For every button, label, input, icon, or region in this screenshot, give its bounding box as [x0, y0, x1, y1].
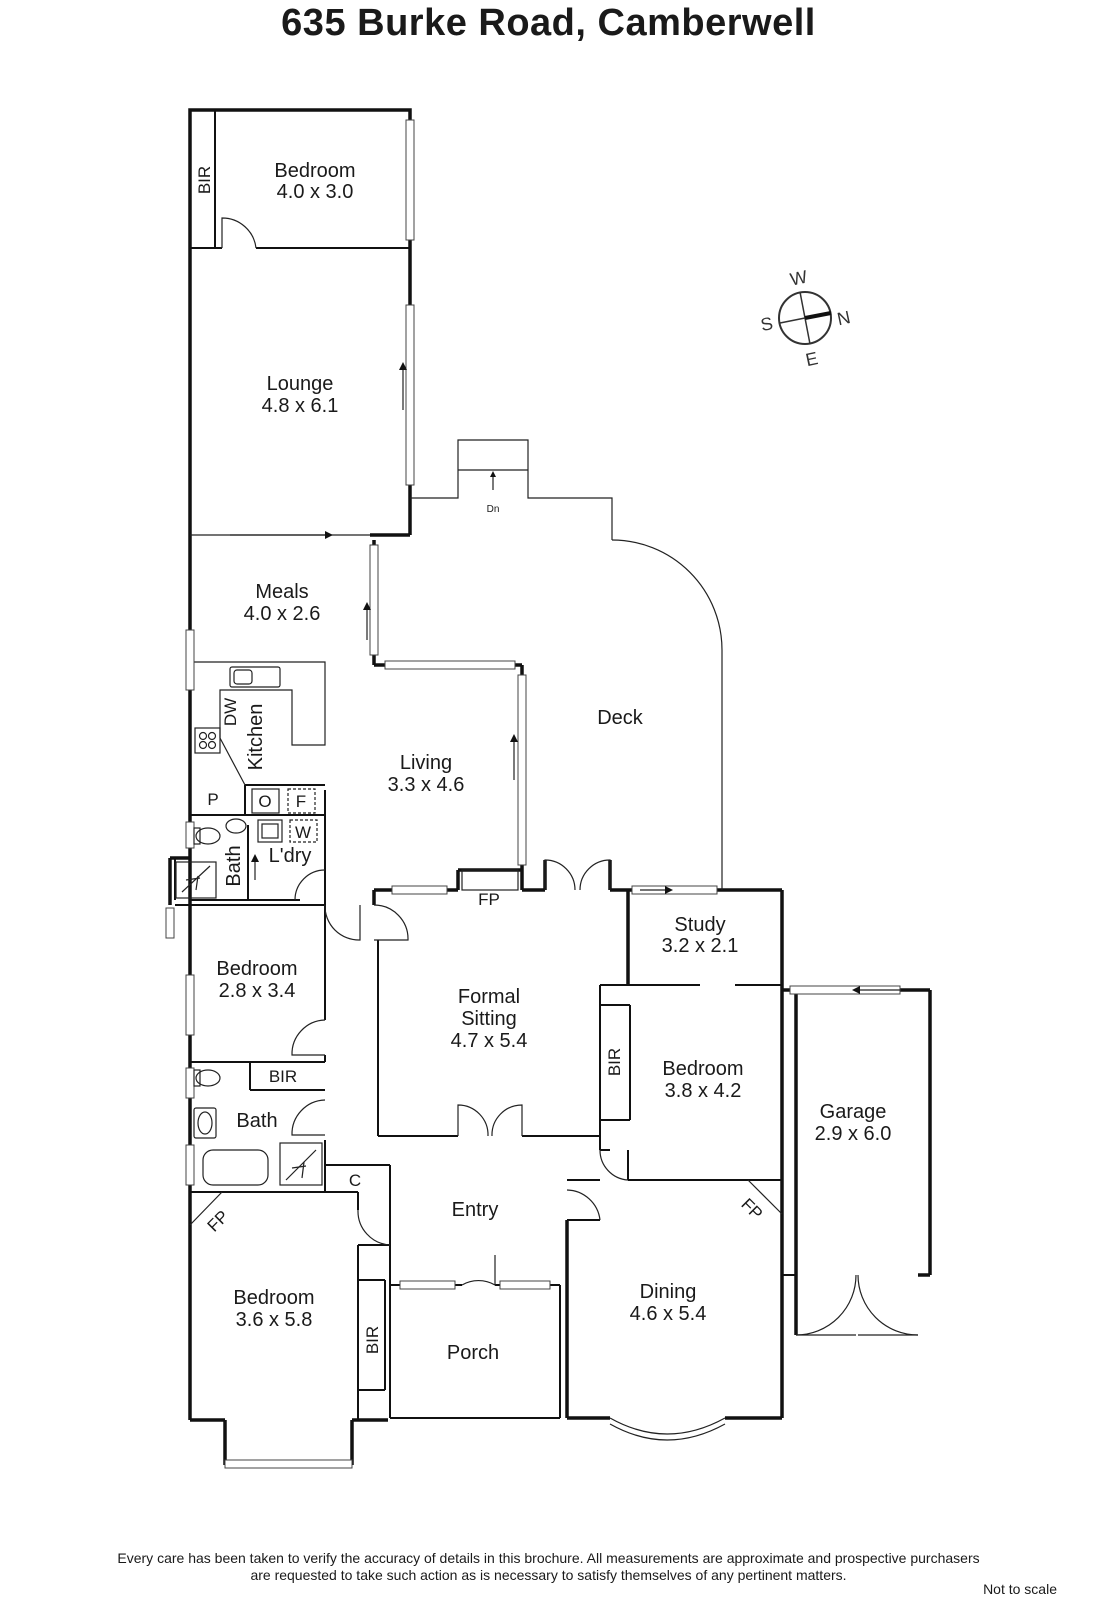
trough-icon — [257, 819, 283, 843]
garage-size: 2.9 x 6.0 — [815, 1123, 892, 1145]
fixtures — [175, 666, 783, 1226]
bedroom-top-size: 4.0 x 3.0 — [277, 181, 354, 203]
disclaimer-line-1: Every care has been taken to verify the … — [117, 1550, 980, 1566]
fireplace-box — [461, 869, 519, 891]
laundry-name: L'dry — [269, 845, 312, 867]
shower-icon-lower — [279, 1142, 323, 1186]
stairs-down-label: Dn — [487, 504, 500, 515]
lounge-size: 4.8 x 6.1 — [262, 395, 339, 417]
fireplace-label-dining: FP — [737, 1195, 766, 1224]
lounge-name: Lounge — [267, 373, 334, 395]
entry-name: Entry — [452, 1199, 499, 1221]
dining-size: 4.6 x 5.4 — [630, 1303, 707, 1325]
fireplace-label-bedroom: FP — [204, 1207, 233, 1236]
fridge-label: F — [296, 792, 306, 811]
oven-label: O — [258, 792, 271, 811]
study-name: Study — [674, 914, 725, 936]
pantry-label: P — [207, 790, 218, 809]
doors — [221, 217, 919, 1336]
oven-box — [251, 788, 280, 814]
disclaimer-line-2: are requested to take such action as is … — [250, 1567, 847, 1583]
compass-w: W — [788, 267, 809, 290]
bir-label-right: BIR — [605, 1048, 624, 1076]
formal-sitting-name-1: Formal — [458, 986, 520, 1008]
bir-label-bottom: BIR — [363, 1326, 382, 1354]
compass-e: E — [804, 348, 820, 370]
formal-sitting-name-2: Sitting — [461, 1008, 517, 1030]
bedroom-mid-name: Bedroom — [216, 958, 297, 980]
bath-upper-name: Bath — [223, 845, 245, 886]
toilet-icon — [195, 827, 221, 845]
shower-icon — [175, 861, 217, 899]
toilet-icon-lower — [195, 1069, 221, 1087]
bedroom-right-name: Bedroom — [662, 1058, 743, 1080]
garage-name: Garage — [820, 1101, 887, 1123]
basin-icon — [225, 818, 247, 834]
washer-label: W — [295, 823, 311, 842]
dining-name: Dining — [640, 1281, 697, 1303]
meals-name: Meals — [255, 581, 308, 603]
bir-label-bath: BIR — [269, 1067, 297, 1086]
windows — [165, 119, 901, 1469]
bedroom-top-name: Bedroom — [274, 160, 355, 182]
study-size: 3.2 x 2.1 — [662, 935, 739, 957]
formal-sitting-size: 4.7 x 5.4 — [451, 1030, 528, 1052]
sliding-door-arrows — [230, 362, 900, 994]
bedroom-bottom-size: 3.6 x 5.8 — [236, 1309, 313, 1331]
dw-label: DW — [221, 698, 240, 726]
cooktop-icon — [194, 727, 221, 754]
basin-icon-lower — [193, 1107, 217, 1139]
cupboard-label: C — [349, 1171, 361, 1190]
bir-label-top: BIR — [195, 166, 214, 194]
kitchen-name: Kitchen — [245, 704, 267, 771]
sink-icon — [229, 666, 281, 688]
disclaimer: Every care has been taken to verify the … — [0, 1550, 1097, 1584]
bedroom-right-size: 3.8 x 4.2 — [665, 1080, 742, 1102]
bedroom-mid-size: 2.8 x 3.4 — [219, 980, 296, 1002]
deck-name: Deck — [597, 707, 644, 729]
bath-lower-name: Bath — [236, 1110, 277, 1132]
porch-name: Porch — [447, 1342, 499, 1364]
fridge-box — [287, 788, 316, 814]
meals-size: 4.0 x 2.6 — [244, 603, 321, 625]
scale-note: Not to scale — [983, 1581, 1057, 1597]
compass-n: N — [835, 307, 852, 329]
compass-icon: N S E W — [759, 267, 852, 371]
page-title: 635 Burke Road, Camberwell — [281, 2, 816, 44]
bathtub-icon — [202, 1149, 269, 1186]
walls — [168, 108, 932, 1465]
living-size: 3.3 x 4.6 — [388, 774, 465, 796]
living-name: Living — [400, 752, 452, 774]
washer-box — [289, 819, 318, 843]
bedroom-bottom-name: Bedroom — [233, 1287, 314, 1309]
compass-s: S — [759, 313, 775, 335]
fireplace-label-sitting: FP — [478, 890, 500, 909]
